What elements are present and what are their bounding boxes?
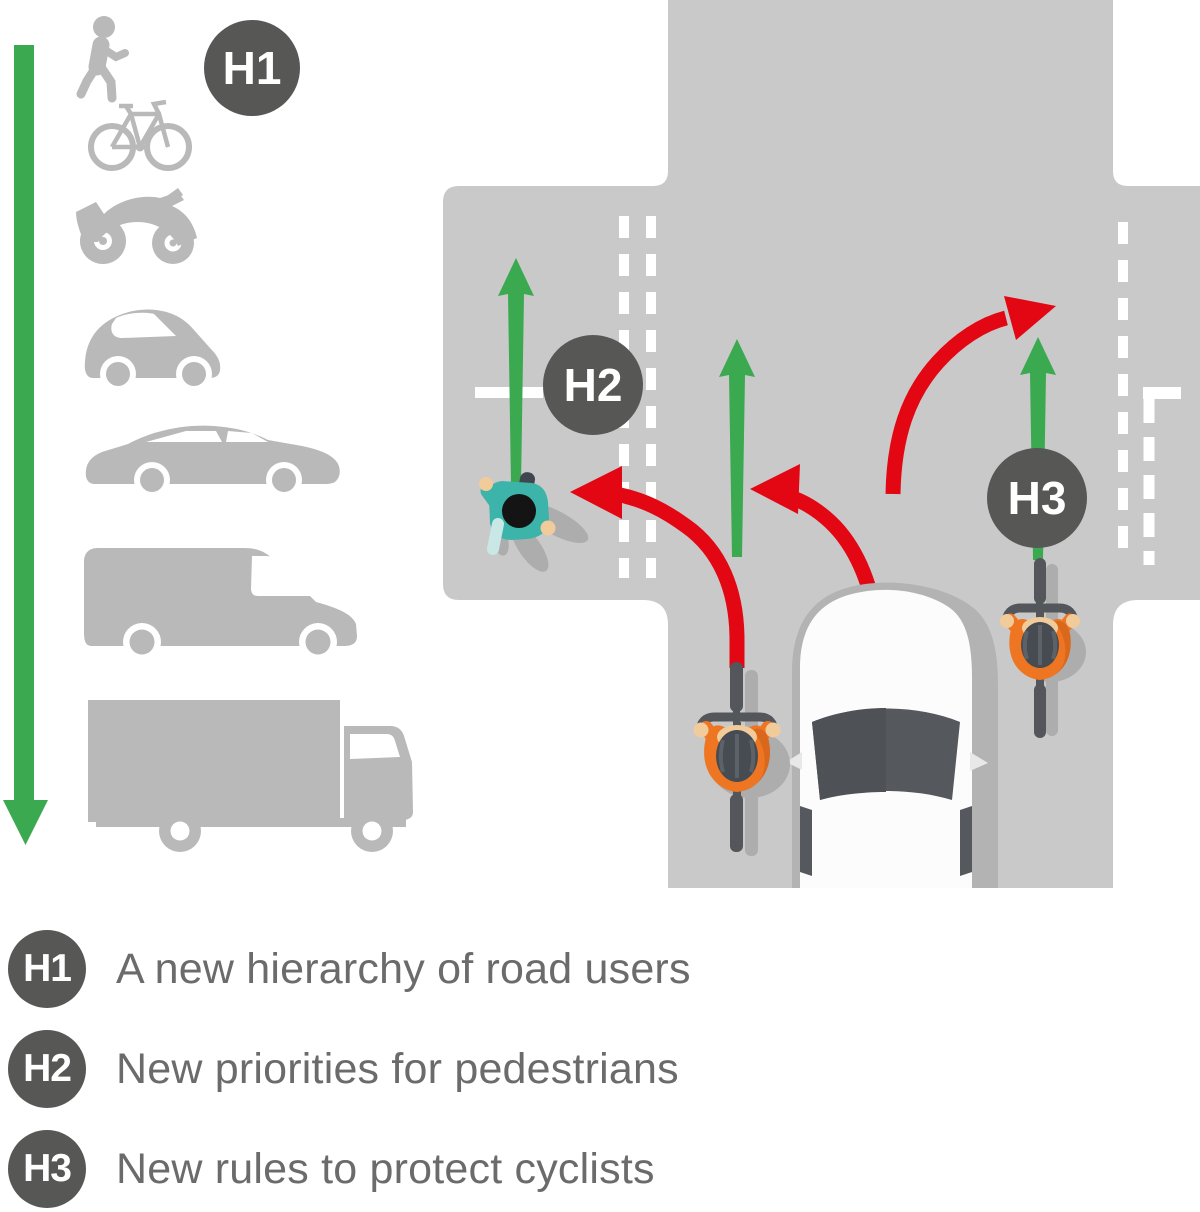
green-arrow-pedestrian [498, 258, 534, 485]
give-way-line [475, 387, 543, 398]
car-windscreen-shade [812, 708, 886, 800]
cyclist-right [1000, 558, 1086, 738]
car-mirror-right [970, 752, 988, 771]
legend-text-h1: A new hierarchy of road users [116, 944, 691, 993]
legend-row-h2: H2 New priorities for pedestrians [8, 1029, 679, 1109]
cyclist-left [693, 662, 790, 856]
hierarchy-arrow-down [3, 45, 48, 845]
red-arrow-car-right-turn [885, 296, 1056, 495]
legend-text-h3: New rules to protect cyclists [116, 1144, 655, 1193]
truck-icon [88, 700, 413, 852]
legend-row-h1: H1 A new hierarchy of road users [8, 929, 691, 1009]
pedestrian-head [502, 494, 536, 528]
motorcycle-icon [76, 188, 197, 264]
red-arrow-across-pedestrian [570, 466, 745, 668]
h3-badge-label: H3 [1008, 472, 1067, 524]
h3-badge: H3 [987, 448, 1087, 548]
legend-badge-h3: H3 [8, 1130, 86, 1208]
h1-badge-label: H1 [223, 42, 282, 94]
scene: H1 [3, 0, 1200, 888]
h2-badge: H2 [543, 335, 643, 435]
pedestrian-icon [76, 16, 129, 103]
h2-badge-label: H2 [564, 359, 623, 411]
bicycle-icon [88, 99, 192, 171]
city-car-icon [84, 309, 221, 392]
sedan-car-icon [85, 425, 340, 498]
road [443, 0, 1200, 888]
car-mirror-left [786, 752, 802, 770]
green-arrow-cyclist-left [719, 339, 755, 557]
legend-badge-h2: H2 [8, 1030, 86, 1108]
pedestrian-top-view [479, 472, 589, 572]
legend-badge-h1: H1 [8, 930, 86, 1008]
car-side-window-left [800, 806, 812, 876]
lane-markings [619, 216, 1155, 578]
car-top-view [786, 582, 998, 888]
legend-row-h3: H3 New rules to protect cyclists [8, 1129, 655, 1209]
van-icon [84, 548, 357, 661]
h1-badge: H1 [204, 20, 300, 116]
car-side-window-right [960, 806, 972, 876]
lane-divider-bar [1143, 387, 1181, 399]
legend-text-h2: New priorities for pedestrians [116, 1044, 679, 1093]
